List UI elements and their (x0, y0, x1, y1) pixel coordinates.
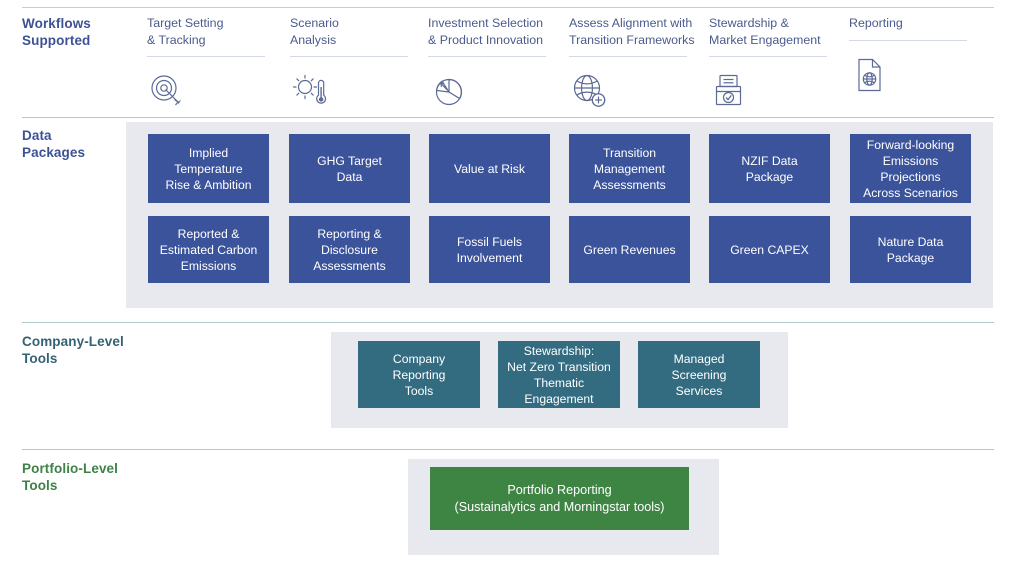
row-label-data-packages: Data Packages (22, 127, 85, 161)
workflow-title-line2: & Tracking (147, 32, 206, 47)
tile-label: Green Revenues (583, 242, 676, 257)
data-package-tile[interactable]: GHG Target Data (289, 134, 410, 203)
row-label-line2: Tools (22, 351, 58, 366)
tile-label: Nature Data Package (877, 234, 944, 265)
data-package-tile[interactable]: Value at Risk (429, 134, 550, 203)
company-tool-tile[interactable]: Managed Screening Services (638, 341, 760, 408)
sun-thermometer-icon (290, 71, 330, 111)
workflow-title-line2: & Product Innovation (428, 32, 544, 47)
row-label-line2: Packages (22, 145, 86, 160)
row-label-line2: Supported (22, 33, 91, 48)
tile-label: Reporting & Disclosure Assessments (313, 226, 386, 273)
workflow-column-scenario-analysis: Scenario Analysis (290, 15, 416, 111)
workflow-underline (849, 39, 967, 41)
workflow-title-line1: Investment Selection (428, 16, 544, 30)
workflow-column-investment-selection: Investment Selection & Product Innovatio… (428, 15, 554, 111)
data-package-tile[interactable]: Nature Data Package (850, 216, 971, 283)
workflow-column-target-setting: Target Setting & Tracking (147, 15, 273, 111)
tile-label: GHG Target Data (317, 153, 382, 184)
tile-label: Fossil Fuels Involvement (456, 234, 523, 265)
workflow-title-line2: Analysis (290, 32, 337, 47)
workflow-column-assess-alignment: Assess Alignment with Transition Framewo… (569, 15, 695, 111)
workflow-title-line2: Transition Frameworks (569, 32, 695, 47)
workflows-divider (22, 7, 994, 8)
row-label-line1: Portfolio-Level (22, 461, 119, 476)
row-label-portfolio-level-tools: Portfolio-Level Tools (22, 460, 118, 494)
workflow-underline (428, 56, 546, 57)
tile-label: Implied Temperature Rise & Ambition (165, 145, 252, 192)
tile-label: Stewardship: Net Zero Transition Themati… (507, 343, 611, 406)
data-package-tile[interactable]: Reported & Estimated Carbon Emissions (148, 216, 269, 283)
company-tools-divider (22, 322, 994, 323)
portfolio-tools-divider (22, 449, 994, 450)
row-label-workflows-supported: Workflows Supported (22, 15, 91, 49)
globe-plus-icon (569, 71, 609, 111)
workflow-title-line1: Target Setting (147, 16, 224, 30)
row-label-line1: Workflows (22, 16, 91, 31)
row-label-line2: Tools (22, 478, 58, 493)
workflow-title: Assess Alignment with Transition Framewo… (569, 15, 695, 48)
portfolio-tool-tile[interactable]: Portfolio Reporting (Sustainalytics and … (430, 467, 689, 530)
workflow-title: Investment Selection & Product Innovatio… (428, 15, 554, 48)
data-package-tile[interactable]: Reporting & Disclosure Assessments (289, 216, 410, 283)
workflow-title: Reporting (849, 15, 975, 32)
row-label-line1: Data (22, 128, 52, 143)
row-label-company-level-tools: Company-Level Tools (22, 333, 124, 367)
ballot-box-check-icon (709, 71, 749, 111)
document-globe-icon (849, 55, 889, 95)
data-package-tile[interactable]: Forward-looking Emissions Projections Ac… (850, 134, 971, 203)
tile-label: Transition Management Assessments (593, 145, 666, 192)
workflow-title-line1: Assess Alignment with (569, 16, 693, 30)
data-package-tile[interactable]: NZIF Data Package (709, 134, 830, 203)
tile-label: Reported & Estimated Carbon Emissions (159, 226, 258, 273)
row-label-line1: Company-Level (22, 334, 124, 349)
workflow-underline (569, 56, 687, 57)
tile-label: Managed Screening Services (671, 351, 727, 398)
tile-label: Forward-looking Emissions Projections Ac… (863, 137, 958, 200)
tile-label: NZIF Data Package (741, 153, 798, 184)
workflow-title: Stewardship & Market Engagement (709, 15, 835, 48)
workflow-column-reporting: Reporting (849, 15, 975, 95)
data-package-tile[interactable]: Transition Management Assessments (569, 134, 690, 203)
workflow-title-line2: Market Engagement (709, 32, 821, 47)
workflow-column-stewardship-market-engagement: Stewardship & Market Engagement (709, 15, 835, 111)
company-tool-tile[interactable]: Company Reporting Tools (358, 341, 480, 408)
workflow-underline (147, 56, 265, 57)
data-package-tile[interactable]: Green Revenues (569, 216, 690, 283)
workflow-underline (290, 56, 408, 57)
pie-chart-arrow-icon (428, 71, 468, 111)
workflow-title: Target Setting & Tracking (147, 15, 273, 48)
tile-label: Value at Risk (454, 161, 525, 176)
workflow-title-line1: Reporting (849, 16, 903, 30)
tile-label: Company Reporting Tools (392, 351, 446, 398)
tile-label: Green CAPEX (730, 242, 809, 257)
data-package-tile[interactable]: Green CAPEX (709, 216, 830, 283)
workflow-underline (709, 56, 827, 57)
workflow-title-line1: Stewardship & (709, 16, 789, 30)
workflow-title-line1: Scenario (290, 16, 339, 30)
data-package-tile[interactable]: Fossil Fuels Involvement (429, 216, 550, 283)
target-dart-icon (147, 71, 187, 111)
company-tool-tile[interactable]: Stewardship: Net Zero Transition Themati… (498, 341, 620, 408)
data-packages-divider (22, 117, 994, 118)
data-packages-panel (126, 122, 993, 308)
tile-label: Portfolio Reporting (Sustainalytics and … (454, 482, 665, 514)
workflow-title: Scenario Analysis (290, 15, 416, 48)
data-package-tile[interactable]: Implied Temperature Rise & Ambition (148, 134, 269, 203)
